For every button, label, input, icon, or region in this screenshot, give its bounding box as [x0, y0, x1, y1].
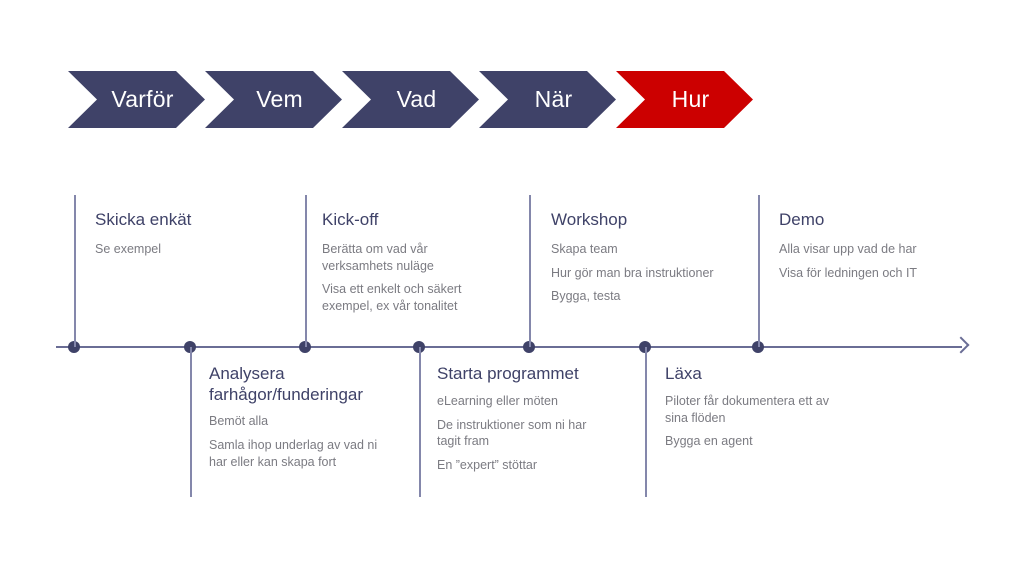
timeline-card-above-1[interactable]: Skicka enkät Se exempel	[95, 210, 295, 258]
card-detail-line: eLearning eller möten	[437, 393, 558, 408]
card-connector-stem	[529, 195, 531, 347]
phase-chevron-label: Vad	[396, 86, 437, 112]
phase-chevron-label: När	[534, 86, 573, 112]
card-title: Demo	[779, 210, 825, 229]
timeline-milestone-dot[interactable]	[68, 341, 80, 353]
card-detail-line: Bygga en agent	[665, 434, 753, 449]
phase-chevron-4[interactable]: När	[479, 71, 616, 128]
card-detail-line: Bemöt alla	[209, 414, 269, 429]
card-connector-stem	[74, 195, 76, 347]
phase-chevron-3[interactable]: Vad	[342, 71, 479, 128]
phase-chevron-2[interactable]: Vem	[205, 71, 342, 128]
card-connector-stem	[305, 195, 307, 347]
card-connector-stem	[645, 347, 647, 497]
phase-chevron-label: Hur	[671, 86, 710, 112]
card-detail-line: Visa ett enkelt och säkert exempel, ex v…	[322, 282, 462, 314]
card-title: Skicka enkät	[95, 210, 192, 229]
card-connector-stem	[758, 195, 760, 347]
card-title: Läxa	[665, 364, 702, 383]
card-title: Starta programmet	[437, 364, 579, 383]
card-detail-line: Bygga, testa	[551, 289, 621, 304]
card-detail-line: Skapa team	[551, 241, 618, 256]
timeline-arrow-icon	[955, 339, 971, 355]
timeline-milestone-dot[interactable]	[523, 341, 535, 353]
card-detail-line: Visa för ledningen och IT	[779, 265, 918, 280]
card-connector-stem	[190, 347, 192, 497]
card-detail-line: Samla ihop underlag av vad ni har eller …	[209, 438, 378, 470]
timeline-axis-line	[56, 346, 962, 348]
phase-chevron-5[interactable]: Hur	[616, 71, 753, 128]
card-detail-line: Alla visar upp vad de har	[779, 241, 917, 256]
timeline-milestone-dot[interactable]	[752, 341, 764, 353]
phase-chevron-1[interactable]: Varför	[68, 71, 205, 128]
card-detail-line: Piloter får dokumentera ett av sina flöd…	[665, 393, 829, 425]
card-detail-line: Berätta om vad vår verksamhets nuläge	[322, 241, 434, 273]
timeline-milestone-dot[interactable]	[299, 341, 311, 353]
phase-chevron-label: Varför	[111, 86, 174, 112]
card-detail-line: Se exempel	[95, 241, 162, 256]
card-detail-line: En ”expert” stöttar	[437, 458, 538, 473]
card-title: Analysera farhågor/funderingar	[209, 364, 364, 404]
phase-chevron-label: Vem	[256, 86, 303, 112]
card-detail-line: Hur gör man bra instruktioner	[551, 265, 714, 280]
card-title: Workshop	[551, 210, 628, 229]
card-title: Kick-off	[322, 210, 379, 229]
card-connector-stem	[419, 347, 421, 497]
card-detail-line: De instruktioner som ni har tagit fram	[437, 417, 587, 449]
